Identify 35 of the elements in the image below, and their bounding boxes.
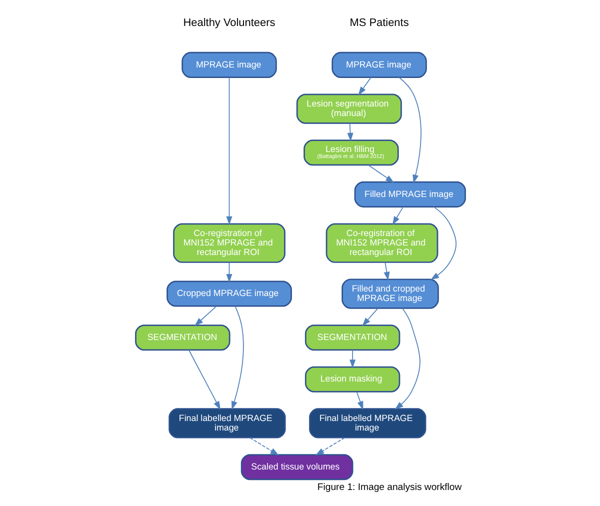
arrow	[392, 206, 404, 225]
arrow	[383, 262, 390, 280]
label: MS Patients	[349, 16, 408, 29]
arrow	[248, 437, 278, 456]
caption: Figure 1: Image analysis workflow	[316, 482, 462, 493]
arrow	[346, 122, 353, 142]
arrow	[349, 350, 356, 368]
node-box: SEGMENTATION	[304, 324, 400, 351]
node-box: Final labelled MPRAGE image	[308, 408, 426, 438]
node-box: Lesion masking	[304, 366, 400, 392]
node-box: MPRAGE image	[181, 52, 276, 78]
node-box: MPRAGE image	[331, 52, 426, 78]
arrow	[314, 437, 345, 456]
arrow	[194, 306, 216, 326]
arrow	[367, 164, 394, 183]
arrow	[358, 77, 371, 96]
node-box: Filled and cropped MPRAGE image	[341, 278, 438, 309]
node-box: Final labelled MPRAGE image	[168, 408, 286, 438]
arrow	[430, 206, 456, 280]
arrow	[356, 391, 363, 410]
arrow	[226, 77, 232, 225]
arrow	[394, 308, 420, 410]
arrow	[362, 308, 378, 326]
arrow	[230, 306, 244, 410]
node-box: Scaled tissue volumes	[240, 454, 353, 480]
node-box: SEGMENTATION	[134, 324, 230, 351]
arrow	[188, 350, 220, 410]
label: Healthy Volunteers	[182, 16, 275, 29]
node-box: Lesion segmentation (manual)	[296, 94, 402, 124]
arrow	[226, 262, 232, 283]
arrow	[398, 76, 421, 184]
node-box: Filled MPRAGE image	[354, 181, 466, 208]
node-box: Co-registration of MNI152 MPRAGE and rectangular ROI	[172, 223, 285, 263]
node-box: Cropped MPRAGE image	[166, 280, 292, 307]
node-box: Co-registration of MNI152 MPRAGE and rectangular ROI	[325, 223, 438, 263]
